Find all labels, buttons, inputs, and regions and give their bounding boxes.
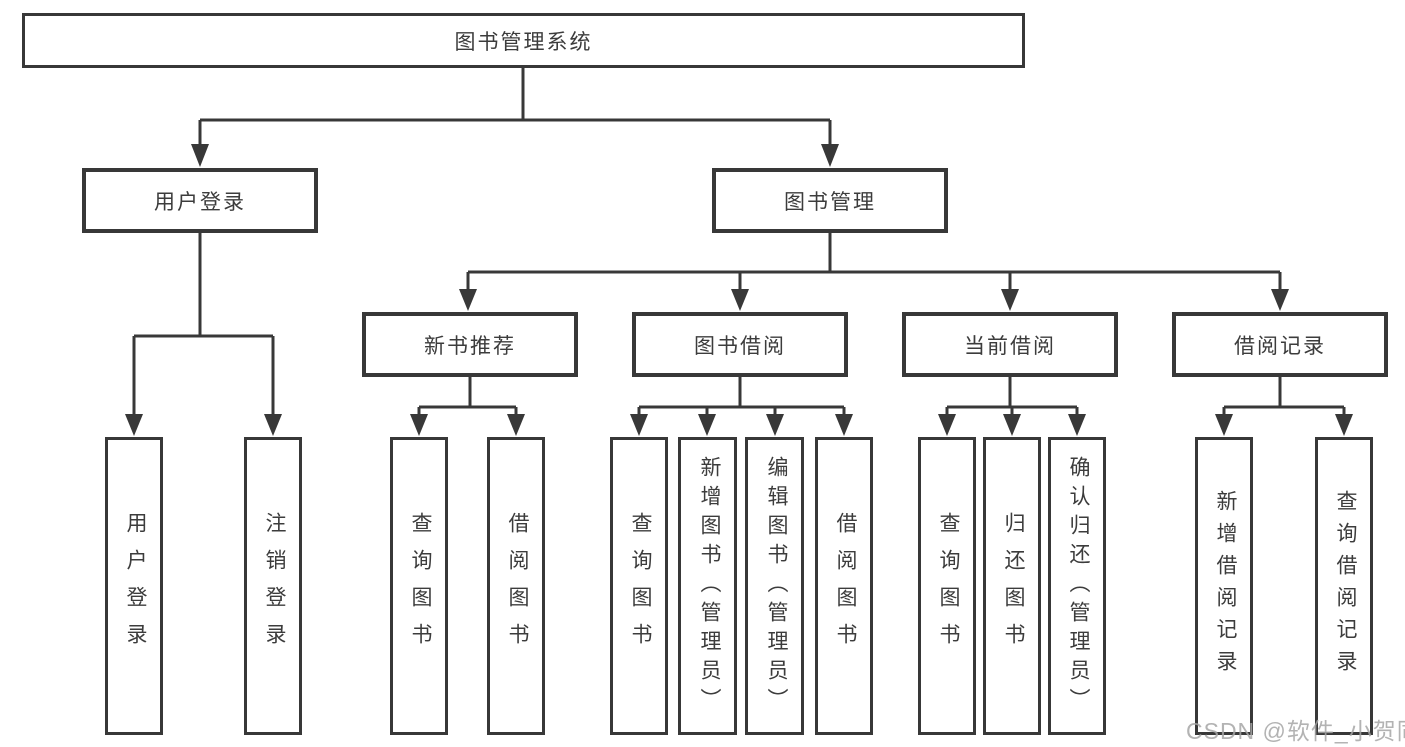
arrowhead-current-borrowing (1001, 289, 1019, 311)
arrowhead-borrowing-records (1271, 289, 1289, 311)
leaf-bb-borrow-books: 借阅图书 (815, 437, 873, 735)
arrowhead-bb-borrow-books (835, 414, 853, 436)
arrowhead-nbr-borrow-books (507, 414, 525, 436)
arrowhead-br-add-record (1215, 414, 1233, 436)
leaf-cb-query-books: 查询图书 (918, 437, 976, 735)
leaf-bb-query-books: 查询图书 (610, 437, 668, 735)
leaf-br-query-record: 查询借阅记录 (1315, 437, 1373, 735)
arrowhead-nbr-query-books (410, 414, 428, 436)
arrowhead-new-book-recommend (459, 289, 477, 311)
leaf-br-add-record: 新增借阅记录 (1195, 437, 1253, 735)
node-user-login-group: 用户登录 (82, 168, 318, 233)
arrowhead-bb-edit-book (766, 414, 784, 436)
leaf-bb-edit-book-admin: 编辑图书（管理员） (745, 437, 804, 735)
edge-new-book-recommend-children (417, 377, 518, 416)
arrowhead-leaf-user-login (125, 414, 143, 436)
leaf-bb-add-book-admin: 新增图书（管理员） (678, 437, 737, 735)
leaf-user-login: 用户登录 (105, 437, 163, 735)
leaf-logout: 注销登录 (244, 437, 302, 735)
node-borrowing-records: 借阅记录 (1172, 312, 1388, 377)
leaf-nbr-borrow-books: 借阅图书 (487, 437, 545, 735)
watermark: CSDN @软件_小贺同学 (1186, 718, 1405, 744)
arrowhead-cb-confirm-return (1068, 414, 1086, 436)
leaf-cb-confirm-return-admin: 确认归还（管理员） (1048, 437, 1106, 735)
node-current-borrowing: 当前借阅 (902, 312, 1118, 377)
edge-root-to-level2 (198, 68, 832, 146)
arrowhead-br-query-record (1335, 414, 1353, 436)
edge-current-borrowing-children (945, 377, 1079, 416)
arrowhead-cb-query-books (938, 414, 956, 436)
arrowhead-cb-return-books (1003, 414, 1021, 436)
edge-book-borrowing-children (637, 377, 846, 416)
arrowhead-book-borrowing (731, 289, 749, 311)
leaf-nbr-query-books: 查询图书 (390, 437, 448, 735)
arrowhead-bb-query-books (630, 414, 648, 436)
edge-user-login-children (132, 233, 275, 416)
edge-borrowing-records-children (1222, 377, 1346, 416)
node-new-book-recommend: 新书推荐 (362, 312, 578, 377)
leaf-cb-return-books: 归还图书 (983, 437, 1041, 735)
arrowhead-user-login-group (191, 144, 209, 167)
arrowhead-bb-add-book (698, 414, 716, 436)
arrowhead-leaf-logout (264, 414, 282, 436)
node-book-management: 图书管理 (712, 168, 948, 233)
node-book-borrowing: 图书借阅 (632, 312, 848, 377)
edge-book-management-children (466, 233, 1282, 291)
arrowhead-book-management (821, 144, 839, 167)
node-library-management-system: 图书管理系统 (22, 13, 1025, 68)
